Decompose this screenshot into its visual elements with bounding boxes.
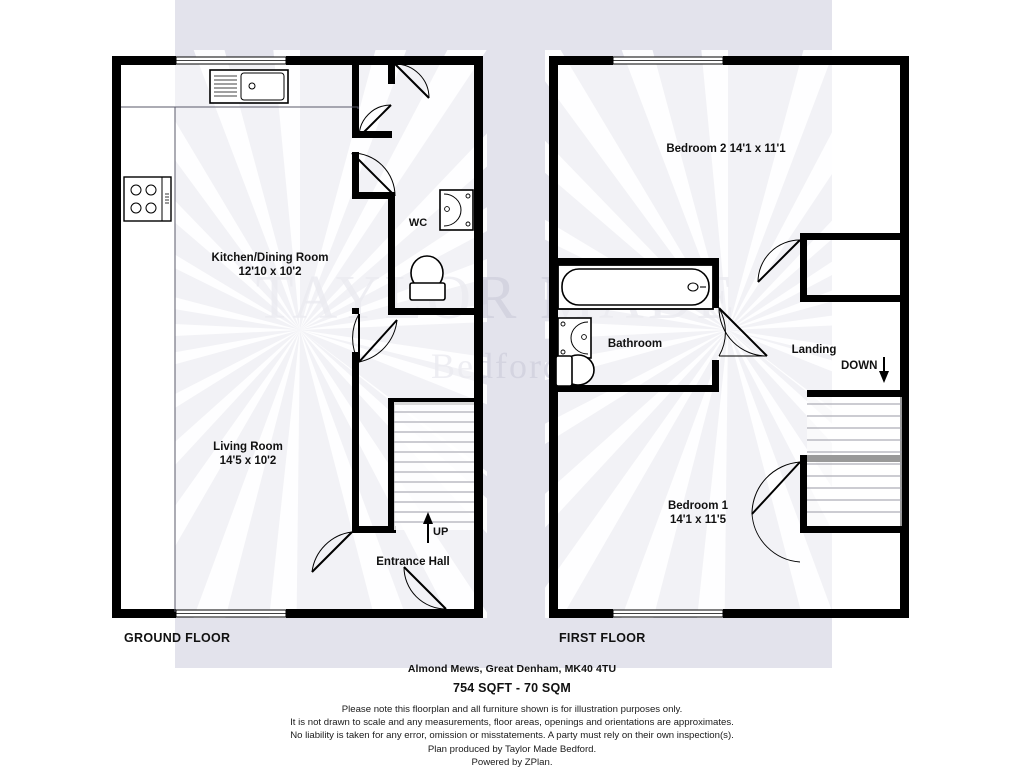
kitchen-dimensions: 12'10 x 10'2 [238, 266, 302, 279]
kitchen-worktop [121, 106, 359, 612]
first-floor-caption: FIRST FLOOR [559, 631, 646, 645]
room-label-kitchen-dining: Kitchen/Dining Room 12'10 x 10'2 [150, 251, 390, 280]
disclaimer-line-4: Plan produced by Taylor Made Bedford. [427, 743, 597, 755]
disclaimer-line-1: Please note this floorplan and all furni… [341, 704, 683, 715]
living-room-name: Living Room [213, 441, 283, 453]
living-room-dimensions: 14'5 x 10'2 [219, 455, 277, 468]
door [311, 63, 447, 610]
property-area: 754 SQFT - 70 SQM [452, 681, 572, 695]
disclaimer-block: Please note this floorplan and all furni… [0, 703, 1024, 769]
disclaimer-line-5: Powered by ZPlan. [471, 756, 553, 768]
ground-floor-plan [112, 56, 483, 618]
staircase-up [394, 402, 474, 543]
kitchen-name: Kitchen/Dining Room [211, 252, 329, 264]
bathtub [557, 264, 714, 310]
wc-toilet [409, 255, 446, 301]
ground-floor-partitions [352, 56, 476, 533]
room-label-bedroom-1: Bedroom 1 14'1 x 11'5 [620, 499, 776, 528]
bedroom1-dimensions: 14'1 x 11'5 [670, 514, 726, 527]
room-label-bathroom: Bathroom [607, 338, 663, 350]
hob-four-burner [123, 176, 172, 222]
room-label-entrance-hall: Entrance Hall [376, 556, 450, 568]
disclaimer-line-3: No liability is taken for any error, omi… [290, 730, 734, 742]
door [718, 239, 801, 563]
room-label-landing: Landing [791, 344, 837, 356]
ground-floor-caption: GROUND FLOOR [124, 631, 231, 645]
property-address: Almond Mews, Great Denham, MK40 4TU [407, 663, 617, 675]
room-label-living-room: Living Room 14'5 x 10'2 [158, 440, 338, 469]
room-label-wc: WC [408, 217, 428, 229]
room-label-bedroom-2: Bedroom 2 14'1 x 11'1 [666, 143, 786, 155]
disclaimer-line-2: It is not drawn to scale and any measure… [290, 717, 734, 729]
first-floor-walls [549, 56, 909, 618]
wc-basin [439, 189, 474, 231]
stairs-down-label: DOWN [841, 360, 878, 372]
kitchen-sink-with-drainer [209, 69, 289, 104]
stairs-up-label: UP [433, 526, 449, 538]
staircase-down [807, 357, 906, 526]
window [612, 56, 724, 618]
bedroom1-name: Bedroom 1 [667, 500, 729, 512]
bathroom-toilet [555, 354, 595, 387]
ground-floor-walls [112, 56, 483, 618]
first-floor-plan [549, 56, 909, 618]
window [175, 56, 287, 618]
